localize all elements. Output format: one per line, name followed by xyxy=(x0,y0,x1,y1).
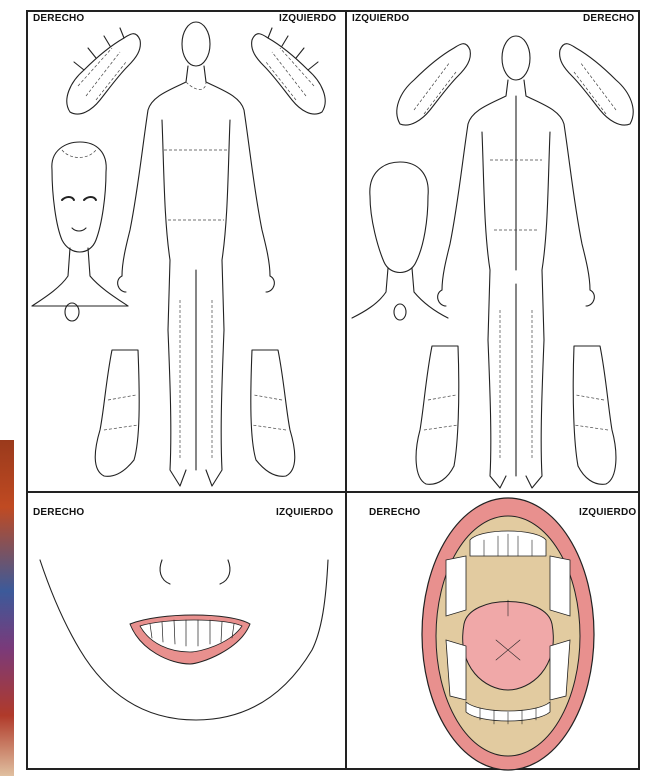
oral-cavity-diagram xyxy=(422,498,594,770)
